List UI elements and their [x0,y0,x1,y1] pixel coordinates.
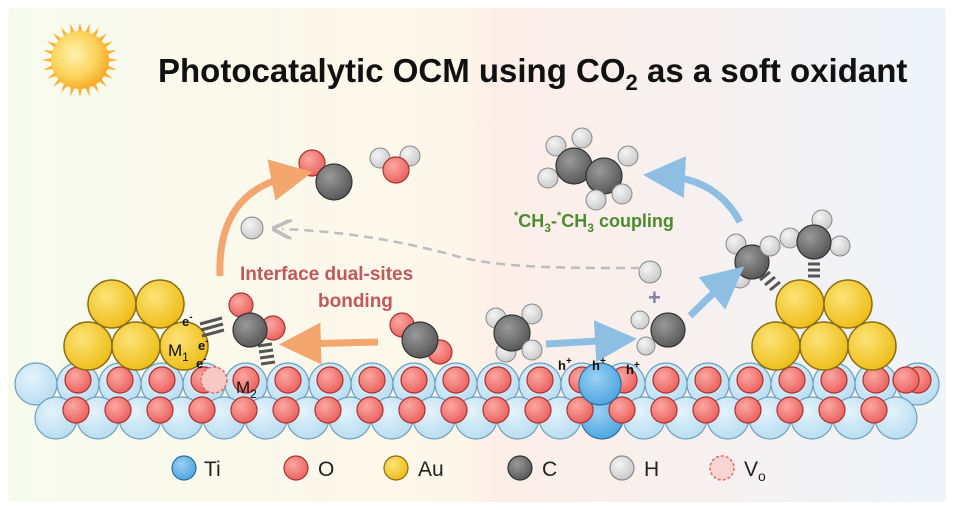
o-atom [818,396,846,424]
hole-label-3: h+ [626,360,640,377]
o-atom [652,366,680,394]
sun-ray [42,57,54,63]
free-h-atom [240,216,264,240]
arrow-co2-adsorption [279,322,379,365]
adsorbed-ch3-pair [725,209,851,292]
o-atom [358,366,386,394]
adsorbed-co2 [199,292,286,366]
diagram-title: Photocatalytic OCM using CO2 as a soft o… [158,52,907,95]
o-atom [356,396,384,424]
o-atom [860,396,888,424]
o-atom [104,396,132,424]
arrow-c2h6-release [643,156,744,224]
o-atom [526,366,554,394]
au-cluster-left [63,279,209,371]
o-atom [692,396,720,424]
legend-item-c: C [507,455,557,481]
o-atom [820,366,848,394]
svg-text:H: H [644,458,659,481]
tio2-lattice-front-row [34,362,918,440]
svg-text:Vo: Vo [744,458,766,484]
legend-item-vo: Vo [709,455,766,484]
o-atom [776,396,804,424]
sun-ray [77,22,83,34]
electron-label-2: e- [198,336,209,353]
h-atom-intermediate [638,260,662,284]
legend-item-o: O [283,455,334,481]
hole-label-2: h+ [592,356,606,373]
ch4-molecule [485,303,543,363]
o-atom [316,366,344,394]
o-atom [232,366,260,394]
o-atom [524,396,552,424]
arrow-ch3-migration [687,266,745,319]
o-atom [862,366,890,394]
au-cluster-right [751,279,897,371]
sun-ray [106,57,118,63]
h2o-product [369,145,421,184]
legend-item-ti: Ti [171,455,221,481]
site-m2-label: M2 [236,378,257,401]
o-atom [146,396,174,424]
plus-sign: + [648,285,661,310]
o-atom [650,396,678,424]
o-atom [778,366,806,394]
o-atom [482,396,510,424]
svg-text:O: O [318,458,334,481]
sun-ray [77,86,83,98]
o-atom [694,366,722,394]
o-atom [106,366,134,394]
legend: Ti O Au C H Vo [171,455,766,484]
legend-item-h: H [609,455,659,481]
o-atom [608,396,636,424]
o-atom [188,396,216,424]
electron-label-1: e- [182,312,193,329]
legend-item-au: Au [383,455,444,481]
o-atom [314,396,342,424]
o-atom [736,366,764,394]
o-atom [892,366,920,394]
sun-icon [42,22,118,98]
o-atom [230,396,258,424]
c2h6-product [537,127,639,211]
arrow-to-products [216,159,313,277]
o-atom [272,396,300,424]
svg-text:C: C [542,458,557,481]
o-atom [274,366,302,394]
electron-label-3: e- [196,354,207,371]
o-atom [440,396,468,424]
o-atom [398,396,426,424]
o-atom [566,396,594,424]
o-atom [400,366,428,394]
gas-co2 [389,312,453,365]
o-atom [64,366,92,394]
arrow-ch4-activation [545,320,637,363]
svg-text:Ti: Ti [204,458,221,481]
ti-atom-active [578,362,622,406]
o-atom [484,366,512,394]
hole-label-1: h+ [558,356,572,373]
site-m1-label: M1 [168,341,189,364]
interface-label-line1: Interface dual-sites [240,264,413,285]
o-atom [734,396,762,424]
o-atom [148,366,176,394]
o-atom [62,396,90,424]
interface-label-line2: bonding [318,291,393,312]
svg-text:Au: Au [418,458,444,481]
arrow-h-spillover [282,229,641,270]
coupling-label: *CH3-*CH3 coupling [514,210,674,235]
tio2-lattice-back-row [14,362,940,406]
o-atom [442,366,470,394]
oxygen-vacancy [200,366,228,394]
